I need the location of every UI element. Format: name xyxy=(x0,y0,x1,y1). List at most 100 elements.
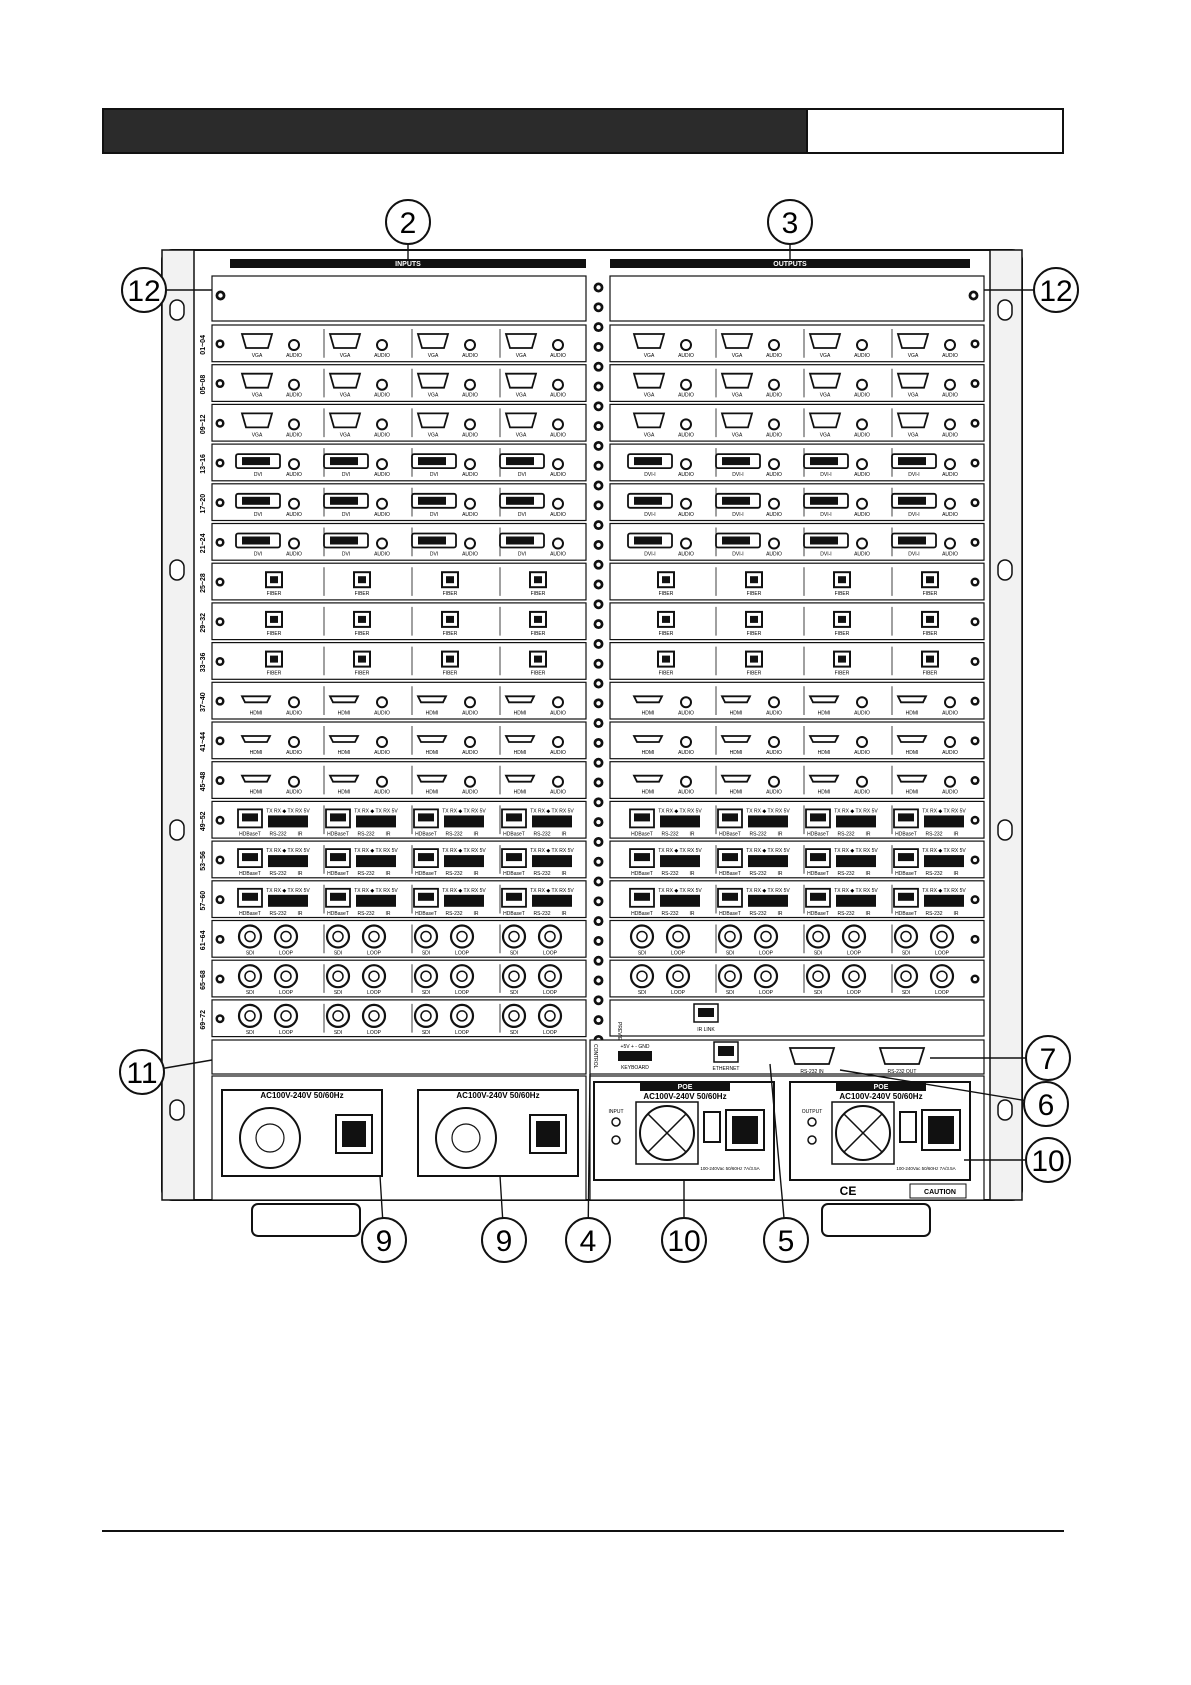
preview-panel xyxy=(609,999,985,1037)
rack-hole xyxy=(169,1099,185,1121)
rack-hole xyxy=(997,559,1013,581)
poe-psu-1-voltage: AC100V-240V 50/60Hz xyxy=(643,1092,726,1101)
hdmi-port xyxy=(240,774,272,783)
audio-jack xyxy=(376,696,388,709)
fiber-port-core xyxy=(358,576,366,584)
sdi-port-label: SDI xyxy=(814,990,822,996)
hdmi-port xyxy=(416,735,448,743)
hdbaset-port-label: HDBaseT xyxy=(895,871,917,877)
hdbaset-port-contacts xyxy=(722,813,738,822)
vga-port-label: VGA xyxy=(428,353,439,359)
serial-pin-label: TX RX ◆ TX RX 5V xyxy=(746,848,790,854)
loop-port-label: LOOP xyxy=(759,990,774,996)
ethernet-label: ETHERNET xyxy=(713,1066,740,1072)
fiber-port-label: FIBER xyxy=(923,671,938,677)
hdmi-port-label: HDMI xyxy=(426,750,439,756)
hdmi-port xyxy=(416,695,448,704)
sdi-port-center xyxy=(244,930,256,943)
dvi-port-label: DVI xyxy=(518,472,526,478)
audio-jack-label: AUDIO xyxy=(286,552,302,558)
rs232-label: RS-232 xyxy=(662,911,679,917)
card-screw xyxy=(970,537,980,547)
ir-label: IR xyxy=(562,831,567,837)
audio-jack xyxy=(376,537,388,550)
dvi-port-pins xyxy=(330,457,358,466)
hdmi-port xyxy=(808,735,840,743)
hdmi-port xyxy=(632,735,664,743)
hdbaset-port-contacts xyxy=(506,892,522,901)
hdbaset-port-contacts xyxy=(242,813,258,822)
audio-jack-label: AUDIO xyxy=(942,710,958,716)
ir-label: IR xyxy=(474,871,479,877)
loop-port-center xyxy=(368,1010,380,1022)
serial-terminal xyxy=(748,894,788,907)
audio-jack-label: AUDIO xyxy=(942,552,958,558)
audio-jack xyxy=(944,537,956,550)
audio-jack xyxy=(376,497,388,510)
output-card xyxy=(609,522,985,561)
plate-screw xyxy=(968,290,979,301)
center-screw xyxy=(593,559,604,570)
poe-psu-2-output-led-label: OUTPUT xyxy=(802,1109,823,1115)
center-screw xyxy=(593,440,604,451)
center-screw xyxy=(593,361,604,372)
hdmi-port-label: HDMI xyxy=(338,710,351,716)
dvi-port-label: DVI xyxy=(254,472,262,478)
serial-pin-label: TX RX ◆ TX RX 5V xyxy=(922,848,966,854)
center-screw xyxy=(593,500,604,511)
keyboard-label: KEYBOARD xyxy=(621,1065,649,1071)
sdi-port-label: SDI xyxy=(902,990,910,996)
sdi-port-center xyxy=(420,1010,432,1022)
center-screw xyxy=(593,619,604,630)
serial-terminal xyxy=(268,894,308,907)
serial-terminal xyxy=(660,894,700,907)
audio-jack xyxy=(944,378,956,391)
hdbaset-port-label: HDBaseT xyxy=(807,911,829,917)
audio-jack-label: AUDIO xyxy=(854,353,870,359)
audio-jack-label: AUDIO xyxy=(678,552,694,558)
hdmi-port xyxy=(808,695,840,704)
callout-marker: 6 xyxy=(839,1069,1069,1127)
output-card xyxy=(609,324,985,363)
callout-circle xyxy=(763,1217,809,1263)
callout-number: 7 xyxy=(1040,1043,1057,1076)
audio-jack xyxy=(768,378,780,391)
dvi-port-pins xyxy=(634,457,662,466)
slot-range-label: 53~56 xyxy=(200,851,207,871)
center-screw xyxy=(593,817,604,828)
hdmi-port-label: HDMI xyxy=(730,750,743,756)
fiber-port-core xyxy=(926,576,934,584)
loop-port-center xyxy=(368,970,380,982)
card-screw xyxy=(215,776,225,786)
page-header-bar xyxy=(102,108,1064,154)
sdi-port-label: SDI xyxy=(334,951,342,957)
audio-jack xyxy=(552,736,564,748)
fiber-port-core xyxy=(838,615,846,623)
center-screw xyxy=(593,678,604,689)
hdbaset-port-label: HDBaseT xyxy=(631,911,653,917)
loop-port-center xyxy=(280,1010,292,1022)
hdmi-port xyxy=(720,735,752,743)
rs232-label: RS-232 xyxy=(926,911,943,917)
hdbaset-port-contacts xyxy=(898,813,914,822)
card-screw xyxy=(970,815,980,825)
loop-port-label: LOOP xyxy=(279,990,294,996)
callout-circle xyxy=(119,1049,165,1095)
callout-number: 10 xyxy=(1031,1145,1064,1178)
fiber-port-core xyxy=(358,655,366,663)
dvi-port-label: DVI-I xyxy=(908,512,919,518)
audio-jack xyxy=(552,696,564,709)
slot-range-label: 65~68 xyxy=(200,970,207,990)
serial-terminal xyxy=(444,894,484,907)
audio-jack xyxy=(856,458,868,471)
callout-number: 12 xyxy=(127,275,160,308)
ir-label: IR xyxy=(298,831,303,837)
audio-jack-label: AUDIO xyxy=(550,393,566,399)
audio-jack xyxy=(552,378,564,391)
sdi-port-center xyxy=(724,930,736,943)
loop-port-center xyxy=(672,930,684,943)
vga-port-label: VGA xyxy=(732,393,743,399)
fiber-port-label: FIBER xyxy=(659,591,674,597)
rs232-label: RS-232 xyxy=(534,831,551,837)
